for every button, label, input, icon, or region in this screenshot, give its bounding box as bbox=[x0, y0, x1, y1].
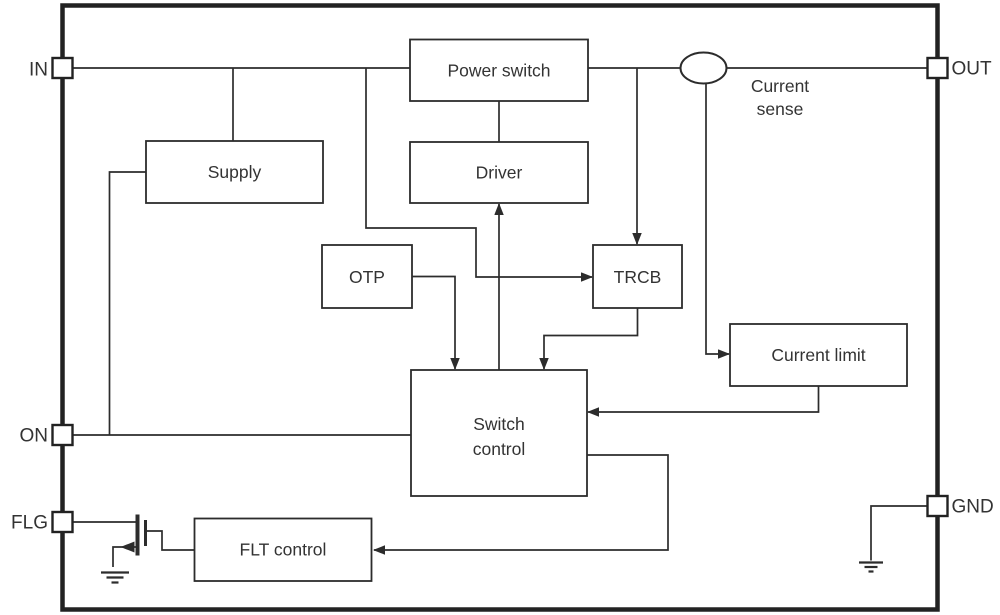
block-trcb bbox=[592, 244, 683, 309]
wire-switchcontrol-to-fltcontrol bbox=[373, 454, 669, 555]
pin-gnd-label: GND bbox=[952, 497, 994, 518]
ground-symbol-left bbox=[101, 571, 129, 584]
block-otp bbox=[321, 244, 413, 309]
wire-currentlimit-to-switchcontrol bbox=[587, 386, 820, 417]
wire-on-to-supply bbox=[108, 171, 146, 435]
block-current-limit bbox=[729, 323, 908, 387]
pin-in bbox=[51, 56, 74, 80]
mosfet-source-arrow bbox=[120, 541, 135, 553]
pin-on bbox=[51, 423, 74, 447]
block-flt-control-label: FLT control bbox=[240, 540, 327, 560]
chip-boundary bbox=[60, 3, 940, 612]
wire-in-to-trcb bbox=[365, 68, 593, 282]
current-sense-label-line2: sense bbox=[757, 99, 804, 119]
block-supply bbox=[145, 140, 324, 204]
block-switch-control-label-line2: control bbox=[473, 439, 526, 459]
block-driver bbox=[409, 141, 589, 204]
block-flt-control bbox=[193, 517, 373, 582]
pin-gnd bbox=[926, 494, 949, 518]
pin-flg-label: FLG bbox=[11, 513, 48, 534]
wire-sense-to-currentlimit bbox=[705, 83, 730, 359]
block-driver-label: Driver bbox=[476, 163, 523, 183]
current-sense-label-line1: Current bbox=[751, 76, 809, 96]
block-power-switch bbox=[409, 38, 589, 102]
ground-symbol-right bbox=[859, 561, 883, 573]
pin-on-label: ON bbox=[20, 426, 49, 447]
wire-gate-lead bbox=[147, 530, 195, 551]
pin-flg bbox=[51, 510, 74, 534]
current-sense-element bbox=[679, 51, 728, 85]
pin-out bbox=[926, 56, 949, 80]
block-switch-control bbox=[410, 369, 588, 497]
wire-gnd-lead bbox=[870, 505, 928, 561]
wire-otp-to-switchcontrol bbox=[412, 275, 460, 370]
block-power-switch-label: Power switch bbox=[447, 61, 550, 81]
block-current-limit-label: Current limit bbox=[771, 345, 865, 365]
block-trcb-label: TRCB bbox=[614, 267, 662, 287]
pin-out-label: OUT bbox=[952, 59, 993, 80]
wire-trcb-to-switchcontrol bbox=[539, 308, 639, 370]
block-supply-label: Supply bbox=[208, 162, 262, 182]
block-otp-label: OTP bbox=[349, 267, 385, 287]
block-switch-control-label-line1: Switch bbox=[473, 414, 525, 434]
pin-in-label: IN bbox=[29, 60, 48, 81]
